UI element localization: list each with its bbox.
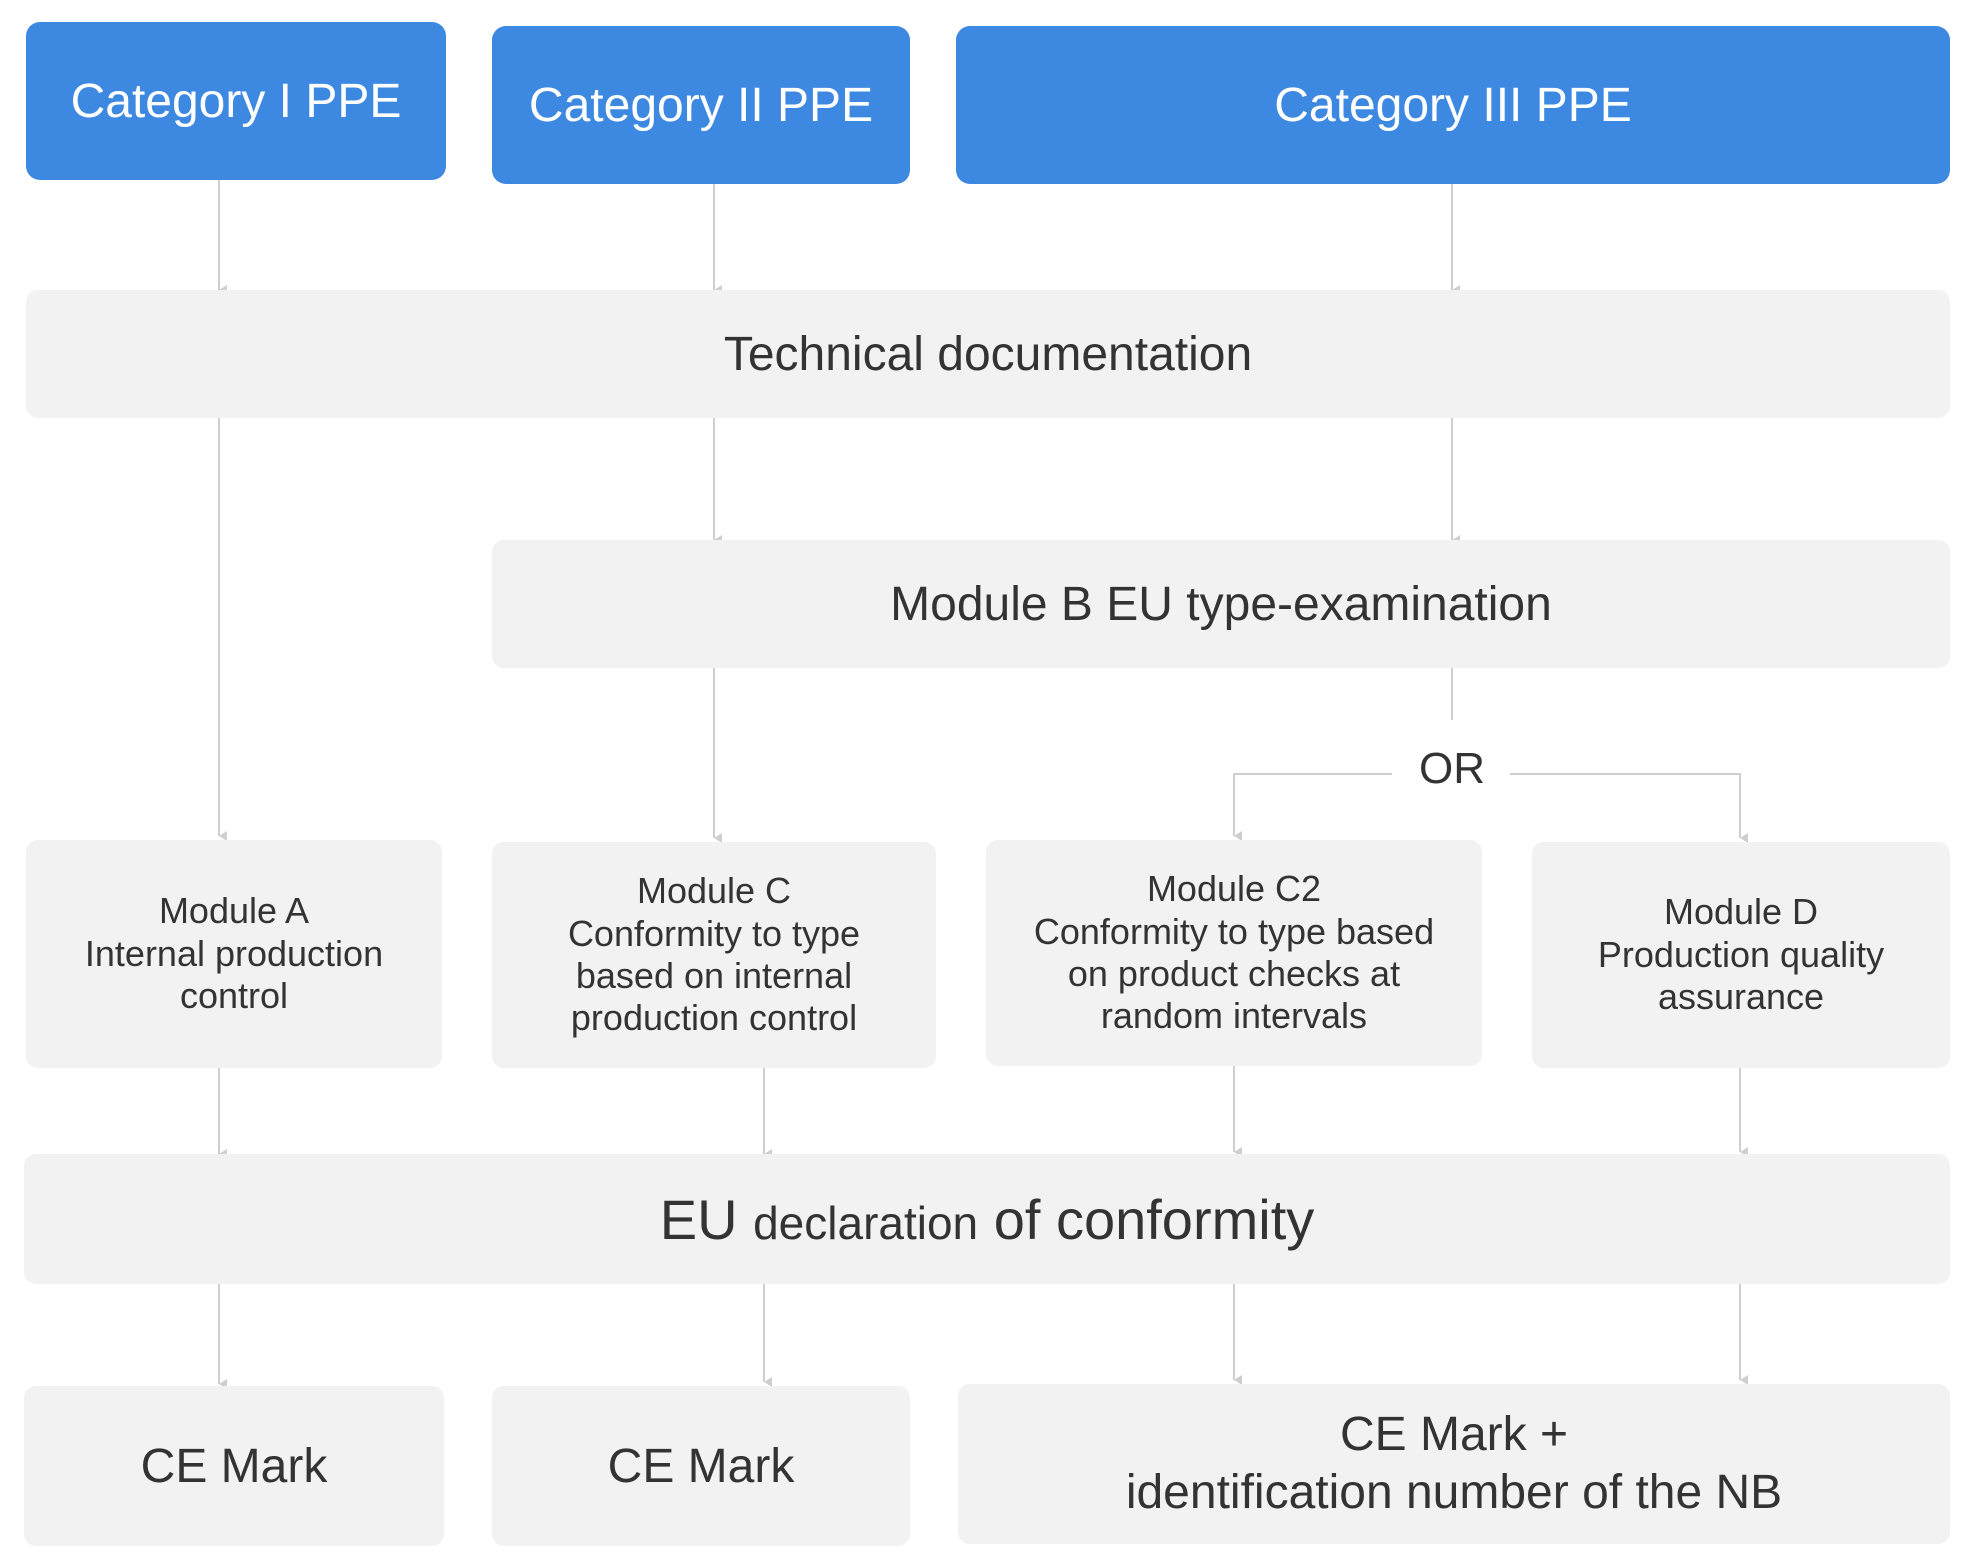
technical-documentation-label: Technical documentation	[723, 327, 1253, 381]
module-a-line-2: control	[179, 975, 289, 1017]
declaration-label: EU declaration of conformity	[660, 1187, 1315, 1252]
module-c-title: Module C	[636, 870, 792, 912]
module-d-line-1: Production quality	[1597, 933, 1885, 975]
category-3-label: Category III PPE	[1274, 78, 1632, 132]
ce-mark-label-1: CE Mark	[140, 1439, 328, 1493]
ce-mark-nb-line-2: identification number of the NB	[1125, 1466, 1783, 1519]
ce-mark-box-1: CE Mark	[24, 1386, 444, 1546]
category-2-box: Category II PPE	[492, 26, 910, 184]
module-b-box: Module B EU type-examination	[492, 540, 1950, 668]
arrow-or-to-module-d	[1510, 773, 1748, 843]
module-b-label: Module B EU type-examination	[890, 577, 1552, 631]
module-d-title: Module D	[1663, 891, 1819, 933]
category-1-box: Category I PPE	[26, 22, 446, 180]
technical-documentation-box: Technical documentation	[26, 290, 1950, 418]
module-c-line-3: production control	[570, 997, 858, 1039]
module-c-line-2: based on internal	[575, 955, 853, 996]
module-c2-line-3: random intervals	[1100, 995, 1368, 1037]
category-2-label: Category II PPE	[528, 78, 874, 132]
ce-mark-nb-box: CE Mark + identification number of the N…	[958, 1384, 1950, 1544]
module-a-box: Module A Internal production control	[26, 840, 442, 1068]
declaration-part-2: declaration	[753, 1196, 979, 1249]
category-1-label: Category I PPE	[70, 74, 402, 128]
category-3-box: Category III PPE	[956, 26, 1950, 184]
module-a-line-1: Internal production	[84, 932, 384, 974]
ce-mark-box-2: CE Mark	[492, 1386, 910, 1546]
module-c2-title: Module C2	[1146, 868, 1322, 910]
module-c2-line-2: on product checks at	[1067, 953, 1401, 994]
module-d-line-2: assurance	[1657, 976, 1825, 1018]
module-c-box: Module C Conformity to type based on int…	[492, 842, 936, 1068]
ce-mark-label-2: CE Mark	[607, 1439, 795, 1493]
declaration-part-1: EU	[659, 1187, 754, 1251]
module-c2-box: Module C2 Conformity to type based on pr…	[986, 840, 1482, 1066]
module-a-title: Module A	[158, 890, 310, 932]
module-c2-line-1: Conformity to type based	[1033, 910, 1435, 952]
arrow-or-to-module-c2	[1233, 773, 1392, 841]
ce-mark-nb-line-1: CE Mark +	[1339, 1408, 1569, 1462]
module-c-line-1: Conformity to type	[567, 912, 861, 954]
declaration-box: EU declaration of conformity	[24, 1154, 1950, 1284]
module-d-box: Module D Production quality assurance	[1532, 842, 1950, 1068]
declaration-part-3: of conformity	[978, 1187, 1315, 1251]
or-label: OR	[1419, 744, 1485, 793]
